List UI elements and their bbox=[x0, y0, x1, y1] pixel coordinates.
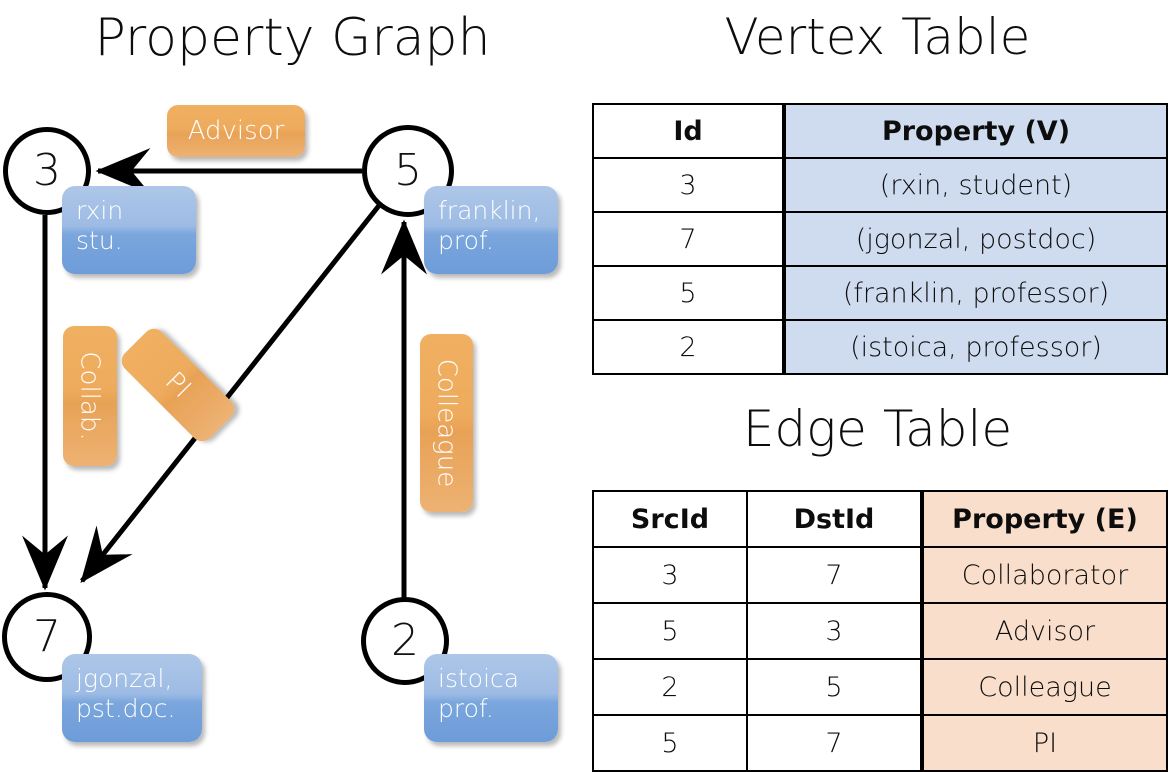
page-title-edge-table: Edge Table bbox=[742, 400, 1013, 458]
table-row[interactable]: 5 7 PI bbox=[592, 714, 1168, 772]
vertex-badge-rxin[interactable]: rxin stu. bbox=[62, 186, 196, 274]
graph-edge-lines bbox=[22, 148, 427, 602]
edge-table-header-srcid: SrcId bbox=[592, 490, 748, 548]
edge-table-header-property: Property (E) bbox=[920, 490, 1168, 548]
edge-badge-colleague[interactable]: Colleague bbox=[420, 334, 473, 512]
edge-cell-dst: 3 bbox=[746, 602, 923, 660]
graph-node-5[interactable]: 5 bbox=[362, 125, 454, 217]
table-row[interactable]: 3 (rxin, student) bbox=[592, 157, 1168, 213]
graph-node-2[interactable]: 2 bbox=[361, 597, 449, 685]
vertex-table-header-id: Id bbox=[592, 103, 785, 159]
edge-cell-src: 3 bbox=[592, 546, 748, 604]
table-row[interactable]: 2 (istoica, professor) bbox=[592, 319, 1168, 375]
edge-cell-dst: 7 bbox=[746, 546, 923, 604]
edge-cell-property: Collaborator bbox=[920, 546, 1168, 604]
edge-cell-dst: 5 bbox=[746, 658, 923, 716]
vertex-badge-istoica-line2: prof. bbox=[438, 693, 494, 723]
vertex-badge-rxin-line1: rxin bbox=[76, 196, 124, 225]
edge-cell-src: 5 bbox=[592, 602, 748, 660]
vertex-cell-id: 2 bbox=[592, 319, 785, 375]
edge-cell-src: 5 bbox=[592, 714, 748, 772]
vertex-cell-property: (rxin, student) bbox=[782, 157, 1168, 213]
vertex-badge-jgonzal-line2: pst.doc. bbox=[76, 693, 176, 723]
vertex-cell-id: 5 bbox=[592, 265, 785, 321]
vertex-table-header-property: Property (V) bbox=[782, 103, 1168, 159]
table-row[interactable]: 2 5 Colleague bbox=[592, 658, 1168, 716]
vertex-cell-property: (jgonzal, postdoc) bbox=[782, 211, 1168, 267]
page-title-property-graph: Property Graph bbox=[94, 8, 491, 68]
vertex-badge-istoica[interactable]: istoica prof. bbox=[424, 654, 558, 742]
graph-node-3-label: 3 bbox=[33, 145, 61, 196]
vertex-table-header-row: Id Property (V) bbox=[592, 103, 1168, 159]
edge-badge-collab[interactable]: Collab. bbox=[63, 326, 117, 466]
edge-badge-advisor[interactable]: Advisor bbox=[167, 105, 305, 157]
edge-line-5-7 bbox=[80, 201, 383, 583]
vertex-badge-rxin-line2: stu. bbox=[76, 225, 123, 255]
edge-cell-dst: 7 bbox=[746, 714, 923, 772]
edge-badge-colleague-label: Colleague bbox=[431, 358, 462, 488]
vertex-badge-jgonzal-line1: jgonzal, bbox=[76, 664, 173, 693]
vertex-cell-property: (istoica, professor) bbox=[782, 319, 1168, 375]
graph-node-2-label: 2 bbox=[391, 615, 419, 666]
vertex-badge-franklin-line2: prof. bbox=[438, 225, 494, 255]
page-title-vertex-table: Vertex Table bbox=[724, 8, 1031, 66]
vertex-cell-property: (franklin, professor) bbox=[782, 265, 1168, 321]
edge-cell-src: 2 bbox=[592, 658, 748, 716]
vertex-cell-id: 3 bbox=[592, 157, 785, 213]
edge-cell-property: Advisor bbox=[920, 602, 1168, 660]
edge-table: SrcId DstId Property (E) 3 7 Collaborato… bbox=[592, 490, 1168, 772]
vertex-badge-franklin[interactable]: franklin, prof. bbox=[424, 186, 558, 274]
property-graph-diagram: 3 5 7 2 rxin stu. franklin, prof. jgonza… bbox=[0, 0, 585, 760]
table-row[interactable]: 3 7 Collaborator bbox=[592, 546, 1168, 604]
edge-badge-advisor-label: Advisor bbox=[187, 116, 285, 146]
table-row[interactable]: 7 (jgonzal, postdoc) bbox=[592, 211, 1168, 267]
table-row[interactable]: 5 (franklin, professor) bbox=[592, 265, 1168, 321]
edge-table-header-row: SrcId DstId Property (E) bbox=[592, 490, 1168, 548]
edge-cell-property: PI bbox=[920, 714, 1168, 772]
graph-node-5-label: 5 bbox=[394, 145, 422, 196]
vertex-badge-istoica-line1: istoica bbox=[438, 664, 520, 693]
vertex-cell-id: 7 bbox=[592, 211, 785, 267]
edge-cell-property: Colleague bbox=[920, 658, 1168, 716]
graph-node-7-label: 7 bbox=[33, 611, 61, 662]
vertex-table: Id Property (V) 3 (rxin, student) 7 (jgo… bbox=[592, 103, 1168, 375]
edge-badge-collab-label: Collab. bbox=[75, 351, 105, 441]
edge-table-header-dstid: DstId bbox=[746, 490, 923, 548]
table-row[interactable]: 5 3 Advisor bbox=[592, 602, 1168, 660]
edge-badge-pi-label: PI bbox=[159, 366, 197, 404]
vertex-badge-jgonzal[interactable]: jgonzal, pst.doc. bbox=[62, 654, 202, 742]
vertex-badge-franklin-line1: franklin, bbox=[438, 196, 541, 225]
